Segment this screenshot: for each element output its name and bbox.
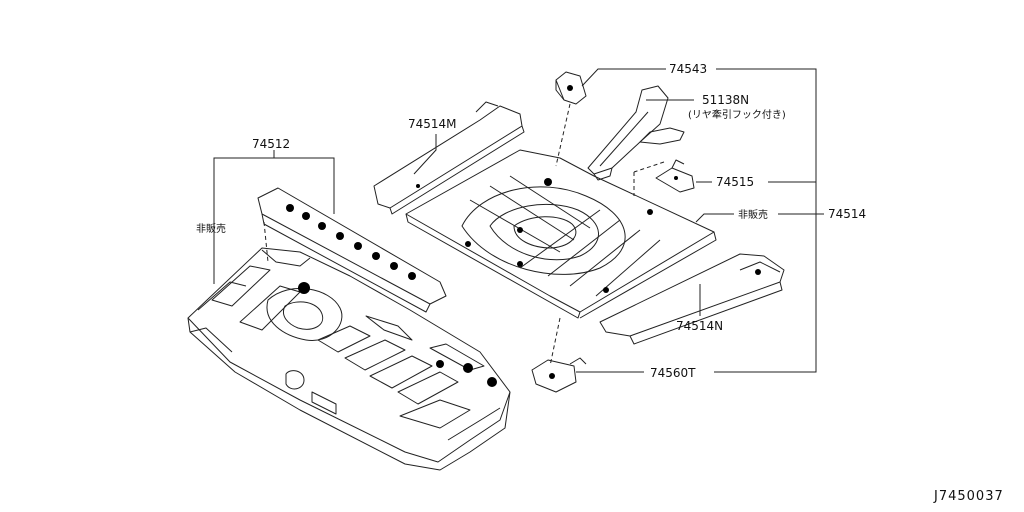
rear-crossmember [257, 187, 447, 313]
label-74512: 74512 [252, 137, 290, 151]
label-51138n-note: (リヤ牽引フック付き) [688, 108, 786, 121]
label-74514n: 74514N [676, 319, 723, 333]
label-74543: 74543 [669, 62, 707, 76]
label-74514-note: 非販売 [738, 208, 768, 221]
leader-lines [213, 68, 824, 373]
towing-hook-bracket-51138n [587, 85, 685, 181]
diagram-reference-code: J7450037 [933, 489, 1004, 504]
rear-side-member-74514n [599, 253, 785, 345]
label-74515: 74515 [716, 175, 754, 189]
rear-side-member-74514m [373, 101, 525, 215]
label-74560t: 74560T [650, 366, 696, 380]
rear-floor-panel-74512 [187, 247, 511, 471]
bracket-74515 [655, 159, 695, 193]
front-floor-panel-74514 [405, 149, 717, 319]
label-74512-note: 非販売 [196, 222, 226, 235]
callout-labels: 74543 51138N (リヤ牽引フック付き) 74514M 74515 非販… [196, 62, 1004, 504]
bracket-74543 [555, 71, 587, 105]
bracket-74560t [531, 357, 587, 393]
label-74514m: 74514M [408, 117, 457, 131]
label-51138n: 51138N [702, 93, 749, 107]
label-74514: 74514 [828, 207, 866, 221]
install-lines [263, 103, 665, 367]
